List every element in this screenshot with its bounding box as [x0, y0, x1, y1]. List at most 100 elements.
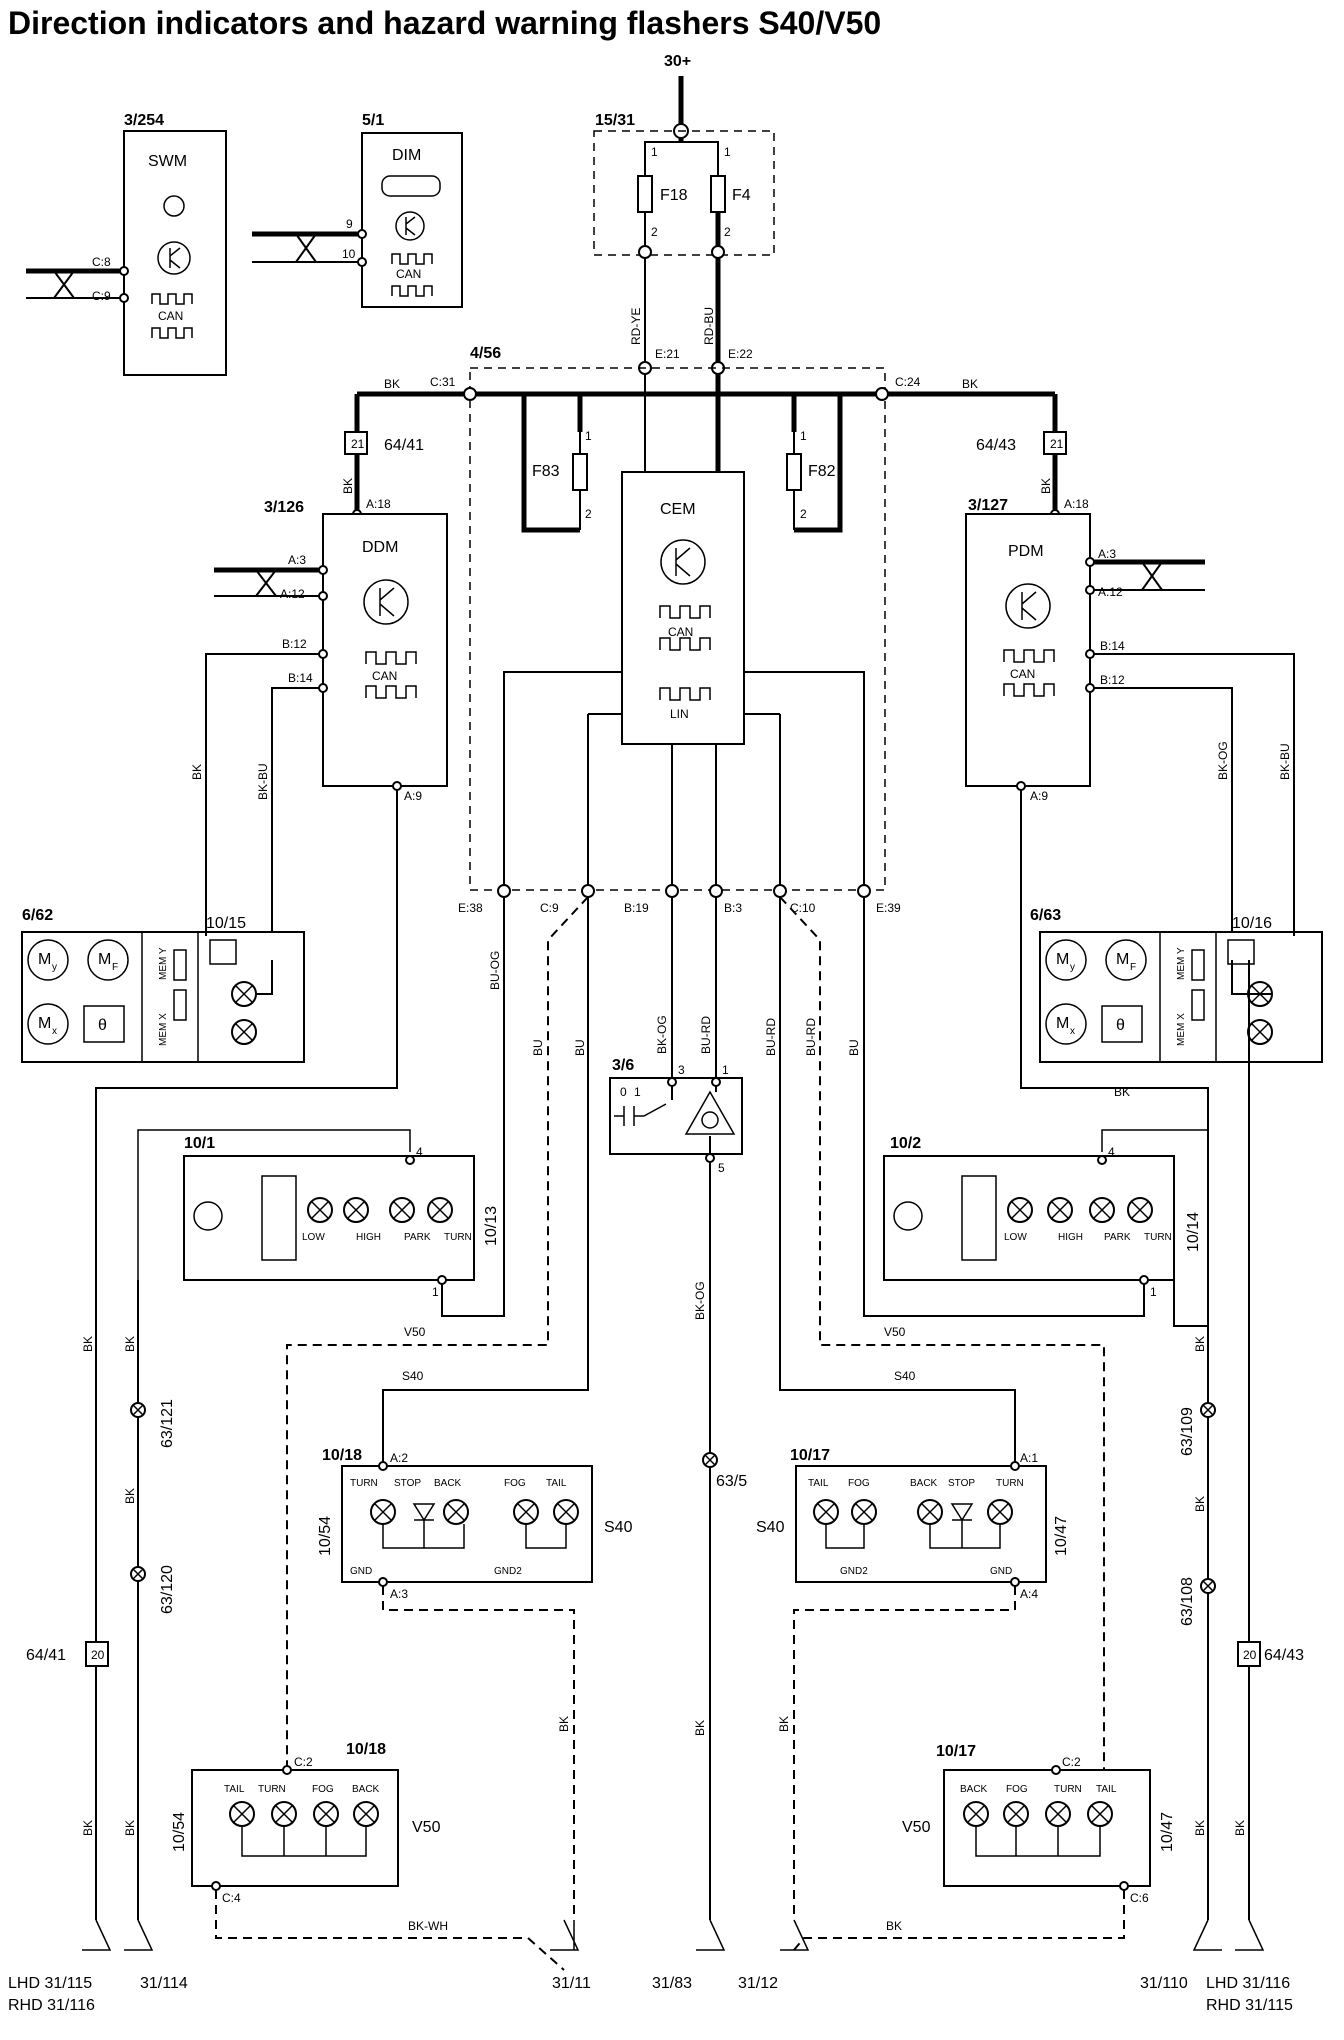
svg-text:C:9: C:9 [92, 289, 111, 303]
svg-text:F: F [112, 962, 118, 973]
svg-text:10/54: 10/54 [171, 1812, 188, 1852]
svg-text:C:2: C:2 [1062, 1755, 1081, 1769]
svg-text:y: y [1070, 962, 1075, 973]
svg-text:F: F [1130, 962, 1136, 973]
svg-text:3: 3 [678, 1063, 685, 1077]
svg-text:M: M [1056, 1015, 1069, 1032]
ground-label: 31/110 [1140, 1975, 1188, 1992]
svg-text:2: 2 [724, 225, 731, 239]
motor-my-icon [27, 939, 69, 981]
svg-text:TURN: TURN [350, 1478, 378, 1489]
svg-text:θ: θ [98, 1017, 107, 1034]
svg-text:2: 2 [585, 507, 592, 521]
ground-label: 31/114 [140, 1975, 188, 1992]
fuse-f82 [786, 453, 802, 491]
svg-text:BK: BK [123, 1820, 137, 1836]
ground-label: RHD 31/115 [1206, 1997, 1293, 2014]
svg-text:CAN: CAN [396, 267, 421, 281]
svg-text:5: 5 [718, 1161, 725, 1175]
svg-text:M: M [1056, 951, 1069, 968]
svg-text:1: 1 [1150, 1285, 1157, 1299]
svg-text:FOG: FOG [504, 1478, 526, 1489]
svg-text:BACK: BACK [910, 1478, 938, 1489]
mirror-left-ref: 6/62 [22, 907, 53, 924]
svg-text:F18: F18 [660, 187, 688, 204]
svg-text:F83: F83 [532, 463, 560, 480]
transistor-icon [395, 211, 425, 241]
fuse-f4 [710, 175, 726, 213]
svg-text:C:8: C:8 [92, 255, 111, 269]
ground-label: 31/12 [738, 1975, 778, 1992]
motor-mx-icon [1045, 1003, 1087, 1045]
ground-label: 31/83 [652, 1975, 692, 1992]
cem-label: CEM [660, 501, 696, 518]
svg-text:C:4: C:4 [222, 1891, 241, 1905]
mirror-left [21, 931, 305, 1063]
svg-text:A:3: A:3 [390, 1587, 408, 1601]
motor-mf-icon [1105, 939, 1147, 981]
motor-mx-icon [27, 1003, 69, 1045]
svg-text:9: 9 [346, 217, 353, 231]
svg-text:FOG: FOG [312, 1784, 334, 1795]
transistor-icon [363, 579, 409, 625]
svg-text:21: 21 [1050, 437, 1064, 451]
cem-ref: 4/56 [470, 345, 501, 362]
svg-text:M: M [98, 951, 111, 968]
svg-text:BU-RD: BU-RD [764, 1018, 778, 1056]
svg-text:V50: V50 [884, 1325, 906, 1339]
svg-text:B:12: B:12 [282, 637, 307, 651]
svg-text:F82: F82 [808, 463, 836, 480]
svg-text:M: M [38, 951, 51, 968]
svg-text:BK: BK [962, 377, 978, 391]
svg-text:HIGH: HIGH [356, 1232, 381, 1243]
svg-text:E:22: E:22 [728, 347, 753, 361]
svg-text:63/121: 63/121 [159, 1399, 176, 1448]
svg-text:10/13: 10/13 [483, 1206, 500, 1246]
svg-text:64/41: 64/41 [384, 437, 424, 454]
svg-text:x: x [1070, 1026, 1075, 1037]
indicator-icon [1227, 939, 1255, 965]
fuse-f83 [572, 453, 588, 491]
hazard-triangle-icon [684, 1090, 736, 1135]
svg-text:A:9: A:9 [404, 789, 422, 803]
cem-module [621, 471, 745, 745]
svg-text:10/16: 10/16 [1232, 915, 1272, 932]
svg-text:LIN: LIN [670, 707, 689, 721]
headlamp-left-ref: 10/1 [184, 1135, 215, 1152]
svg-text:4: 4 [1108, 1145, 1115, 1159]
svg-text:BK: BK [777, 1716, 791, 1732]
svg-text:B:12: B:12 [1100, 673, 1125, 687]
svg-text:1: 1 [585, 429, 592, 443]
heater-icon [1101, 1005, 1143, 1043]
heater-icon [83, 1005, 125, 1043]
svg-text:10/14: 10/14 [1185, 1212, 1202, 1252]
svg-text:TAIL: TAIL [546, 1478, 567, 1489]
svg-text:BK: BK [1193, 1496, 1207, 1512]
svg-text:1: 1 [800, 429, 807, 443]
hazard-switch[interactable] [609, 1077, 743, 1155]
ground-label: 31/11 [552, 1975, 591, 1992]
svg-text:θ: θ [1116, 1017, 1125, 1034]
pdm-ref: 3/127 [968, 497, 1008, 514]
steering-wheel-icon [163, 195, 185, 217]
svg-text:E:38: E:38 [458, 901, 483, 915]
taillamp-v50-left-ref: 10/18 [346, 1741, 386, 1758]
supply-label: 30+ [664, 53, 691, 70]
svg-text:PARK: PARK [404, 1232, 431, 1243]
svg-text:TAIL: TAIL [808, 1478, 829, 1489]
svg-text:BU-RD: BU-RD [804, 1018, 818, 1056]
svg-text:V50: V50 [404, 1325, 426, 1339]
svg-text:PDM: PDM [1008, 543, 1044, 560]
svg-text:CAN: CAN [372, 669, 397, 683]
svg-text:C:2: C:2 [294, 1755, 313, 1769]
svg-text:BK-OG: BK-OG [1216, 741, 1230, 780]
svg-text:TURN: TURN [444, 1232, 472, 1243]
svg-text:TURN: TURN [1144, 1232, 1172, 1243]
svg-text:2: 2 [651, 225, 658, 239]
svg-text:A:3: A:3 [1098, 547, 1116, 561]
svg-text:A:3: A:3 [288, 553, 306, 567]
svg-text:BK: BK [81, 1820, 95, 1836]
svg-text:BU: BU [573, 1039, 587, 1056]
svg-text:STOP: STOP [394, 1478, 421, 1489]
hazard-switch-ref: 3/6 [612, 1057, 634, 1074]
